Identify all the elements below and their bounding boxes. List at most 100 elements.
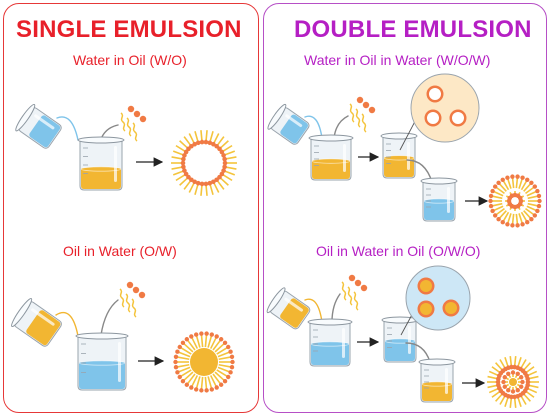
beaker-liquid xyxy=(26,310,61,346)
beaker-rim xyxy=(307,318,353,326)
surfactant-tail xyxy=(504,396,509,407)
surfactant-tail xyxy=(511,213,515,224)
surfactant-head xyxy=(532,213,538,218)
surfactant-tail xyxy=(520,395,527,405)
beaker-liquid xyxy=(424,201,454,220)
wo-beaker xyxy=(77,136,125,191)
surfactant-head xyxy=(510,389,516,394)
surfactant-tail xyxy=(517,396,522,407)
surfactant-tail xyxy=(488,387,499,394)
surfactant-tail xyxy=(216,369,228,377)
surfactant-tail xyxy=(187,373,196,385)
surfactant-tail xyxy=(499,183,507,192)
surfactant-tail xyxy=(523,393,531,402)
surfactant-tail xyxy=(214,371,225,381)
surfactant-tail xyxy=(194,131,199,143)
wow-beaker-2 xyxy=(380,132,418,179)
surfactant-head xyxy=(536,203,542,209)
surfactant-head xyxy=(204,388,209,393)
surfactant-head xyxy=(505,222,510,227)
surfactant-tail xyxy=(205,130,208,142)
surfactant-head xyxy=(537,198,542,204)
surfactant-tail xyxy=(120,112,126,132)
surfactant-tail xyxy=(212,373,221,385)
surfactant-tail xyxy=(183,136,192,146)
surfactant-head xyxy=(348,274,356,282)
surfactant-head xyxy=(515,388,520,393)
surfactant-tail xyxy=(518,213,523,224)
surfactant-head xyxy=(228,349,233,354)
surfactant-tail xyxy=(495,393,503,402)
surfactant-tail xyxy=(132,122,138,142)
surfactant-head xyxy=(195,180,201,186)
surfactant-tail xyxy=(219,140,229,149)
droplet-core xyxy=(420,303,432,315)
surfactant-head xyxy=(177,344,182,350)
surfactant-head xyxy=(517,195,523,201)
surfactant-tail xyxy=(200,130,203,142)
surfactant-tail xyxy=(487,384,498,389)
surfactant-tail xyxy=(217,366,230,373)
surfactant-tail xyxy=(188,182,195,193)
surfactant-head xyxy=(222,379,228,384)
beaker-rim xyxy=(267,103,287,130)
ow-pour-stream xyxy=(55,311,79,337)
zoom-circle xyxy=(410,73,480,143)
surfactant-tail xyxy=(361,113,367,133)
surfactant-tail xyxy=(213,182,220,193)
surfactant-head xyxy=(520,175,525,180)
surfactant-head xyxy=(368,106,376,114)
owo-beaker-2 xyxy=(381,316,419,363)
surfactant-head xyxy=(525,376,530,382)
surfactant-head xyxy=(189,385,194,390)
surfactant-tail xyxy=(216,347,228,355)
surfactant-tail xyxy=(491,390,501,398)
surfactant-tail xyxy=(527,202,538,207)
wo-surfactant xyxy=(120,105,147,142)
surfactant-head xyxy=(139,115,147,123)
surfactant-head xyxy=(535,208,540,214)
surfactant-tail xyxy=(224,170,236,176)
surfactant-head xyxy=(519,384,524,389)
surfactant-tail xyxy=(131,298,137,318)
surfactant-head xyxy=(182,153,187,158)
ow-pour-beaker xyxy=(11,297,62,347)
wo-label: Water in Oil (W/O) xyxy=(73,52,187,68)
wow-label: Water in Oil in Water (W/O/W) xyxy=(304,52,491,68)
beaker-rim xyxy=(308,134,354,142)
surfactant-head xyxy=(189,143,194,149)
wow-beaker-3 xyxy=(420,177,458,222)
surfactant-head xyxy=(490,188,495,194)
beaker-rim xyxy=(75,332,129,340)
surfactant-tail xyxy=(218,363,231,368)
surfactant-head xyxy=(506,371,511,376)
beaker-rim xyxy=(77,136,125,144)
owo-label: Oil in Water in Oil (O/W/O) xyxy=(316,243,481,259)
surfactant-head xyxy=(360,284,368,292)
surfactant-tail xyxy=(200,335,204,348)
surfactant-head xyxy=(204,331,209,336)
wow-beaker-1 xyxy=(308,134,354,181)
surfactant-tail xyxy=(517,357,522,368)
owo-surfactant xyxy=(341,274,368,311)
micelle-core xyxy=(509,378,517,386)
surfactant-tail xyxy=(527,387,538,394)
surfactant-tail xyxy=(523,183,531,192)
surfactant-head xyxy=(532,184,538,189)
surfactant-head xyxy=(529,180,534,185)
surfactant-tail xyxy=(212,339,221,351)
surfactant-tail xyxy=(525,366,535,374)
surfactant-tail xyxy=(525,207,535,216)
zoom-circle xyxy=(405,265,471,331)
surfactant-head xyxy=(127,105,135,113)
wow-surfactant xyxy=(349,96,376,133)
surfactant-head xyxy=(126,281,134,289)
surfactant-head xyxy=(181,156,186,162)
surfactant-head xyxy=(506,388,511,393)
surfactant-tail xyxy=(214,343,225,353)
surfactant-head xyxy=(222,164,227,170)
surfactant-head xyxy=(228,370,233,375)
double-emulsion-title: DOUBLE EMULSION xyxy=(294,16,532,43)
beaker-rim xyxy=(420,177,458,185)
